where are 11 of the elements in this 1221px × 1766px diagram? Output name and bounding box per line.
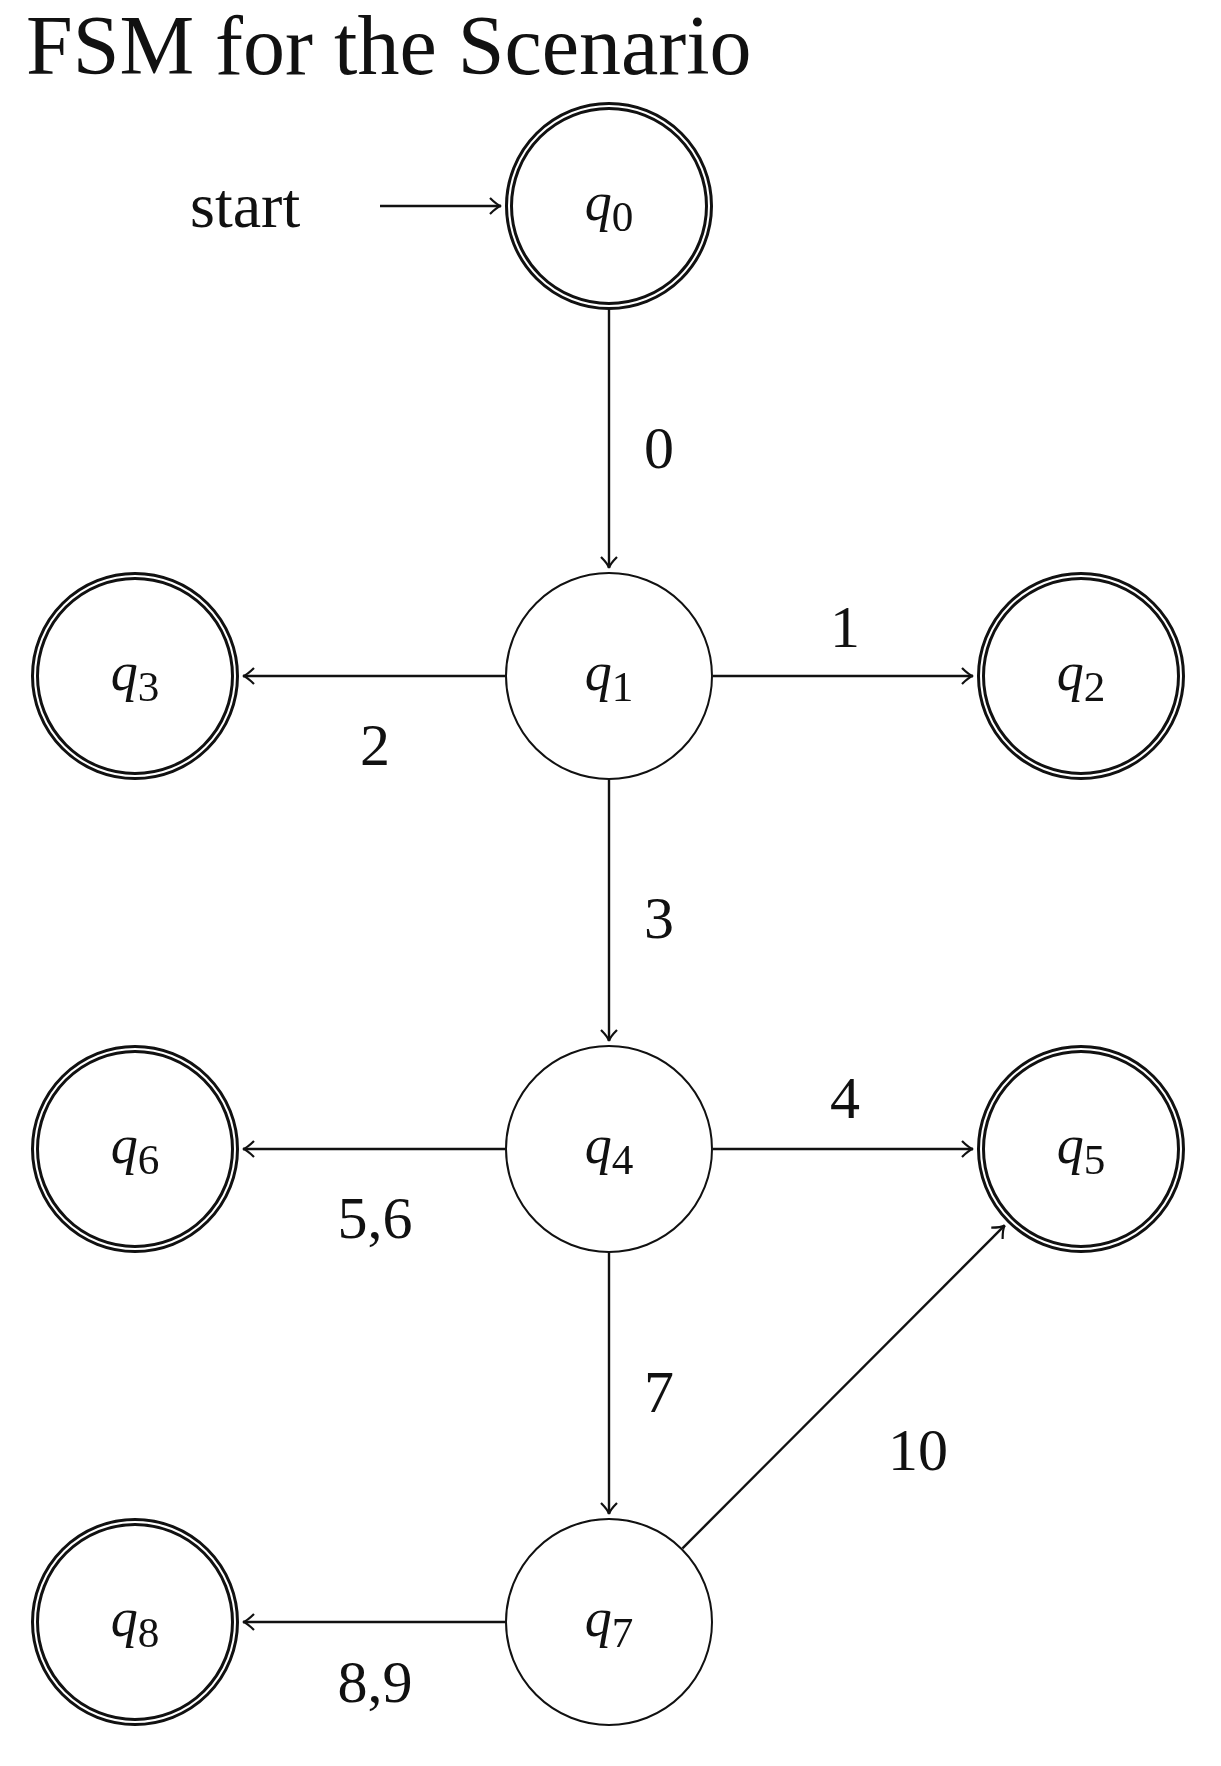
state-circle: q$_{4}$ [505,1045,713,1253]
accept-state-circle: q$_{3}$ [31,572,239,780]
accept-state-circle: q$_{0}$ [505,102,713,310]
accept-state-circle: q$_{2}$ [977,572,1185,780]
diagram-title: FSM for the Scenario [26,0,752,93]
state-circle: q$_{1}$ [505,572,713,780]
accept-state-circle: q$_{5}$ [977,1045,1185,1253]
start-label: start [190,171,380,241]
state-circle: q$_{7}$ [505,1518,713,1726]
accept-state-circle: q$_{8}$ [31,1518,239,1726]
accept-state-circle: q$_{6}$ [31,1045,239,1253]
